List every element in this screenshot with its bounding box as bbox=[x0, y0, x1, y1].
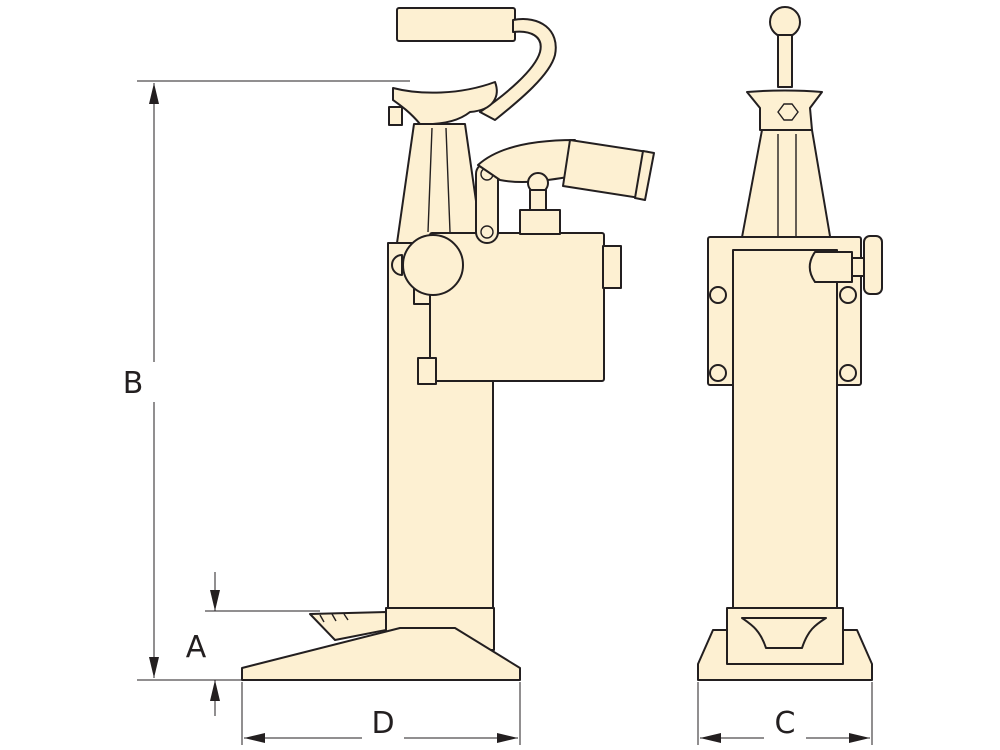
front-saddle-nut bbox=[777, 103, 799, 121]
link-pin-bottom bbox=[480, 225, 494, 239]
dimension-c-gap bbox=[764, 704, 806, 744]
release-knob bbox=[402, 234, 464, 296]
pump-nut bbox=[519, 209, 561, 235]
front-bolt-1 bbox=[709, 286, 727, 304]
lower-bolt bbox=[417, 357, 437, 385]
toe-lift bbox=[309, 611, 387, 641]
dimension-b-arrow-top bbox=[149, 83, 159, 104]
side-view-jack bbox=[241, 7, 655, 681]
dimension-b-label: B bbox=[123, 366, 144, 401]
dimension-b-arrow-bottom bbox=[149, 657, 159, 678]
saddle-screw bbox=[388, 106, 403, 126]
front-upper-column bbox=[739, 129, 833, 249]
front-bolt-3 bbox=[709, 364, 727, 382]
pump-stem bbox=[529, 189, 547, 211]
dimension-lines bbox=[120, 80, 873, 745]
front-column-rib bbox=[777, 134, 797, 244]
front-knob-cap bbox=[863, 235, 883, 295]
dimension-b-gap bbox=[120, 362, 160, 402]
front-knob-stem bbox=[851, 257, 865, 277]
dimension-a-arrow-bottom bbox=[210, 680, 220, 701]
front-toe bbox=[741, 617, 827, 649]
dimension-d-gap bbox=[362, 704, 404, 744]
dimension-d-arrow-left bbox=[244, 733, 265, 743]
dimension-d-label: D bbox=[371, 706, 394, 741]
dimension-d-arrow-right bbox=[497, 733, 518, 743]
dimension-c-arrow-right bbox=[849, 733, 870, 743]
dimension-a-label: A bbox=[186, 630, 207, 665]
pump-block bbox=[429, 232, 605, 382]
front-handle-rod bbox=[777, 34, 793, 88]
lever-socket bbox=[562, 139, 649, 199]
front-main-body bbox=[732, 249, 838, 611]
toe-serrations bbox=[319, 613, 349, 623]
column-rib bbox=[427, 127, 451, 233]
dimension-c-arrow-left bbox=[700, 733, 721, 743]
pump-side-plug bbox=[602, 245, 622, 289]
front-bolt-4 bbox=[839, 364, 857, 382]
front-release-knob bbox=[808, 251, 853, 283]
release-knob-cap bbox=[391, 254, 403, 276]
front-saddle bbox=[746, 89, 823, 131]
saddle-head bbox=[392, 81, 498, 126]
upper-column bbox=[396, 123, 483, 244]
front-view-jack bbox=[697, 6, 883, 681]
dimension-a-arrow-top bbox=[210, 590, 220, 611]
dimension-c-label: C bbox=[775, 706, 796, 741]
handle-grip bbox=[396, 7, 516, 42]
front-bolt-2 bbox=[839, 286, 857, 304]
front-handle-ball bbox=[769, 6, 801, 38]
handle-bar bbox=[479, 18, 557, 121]
front-base-foot bbox=[697, 629, 873, 681]
lever-socket-end bbox=[634, 150, 655, 201]
